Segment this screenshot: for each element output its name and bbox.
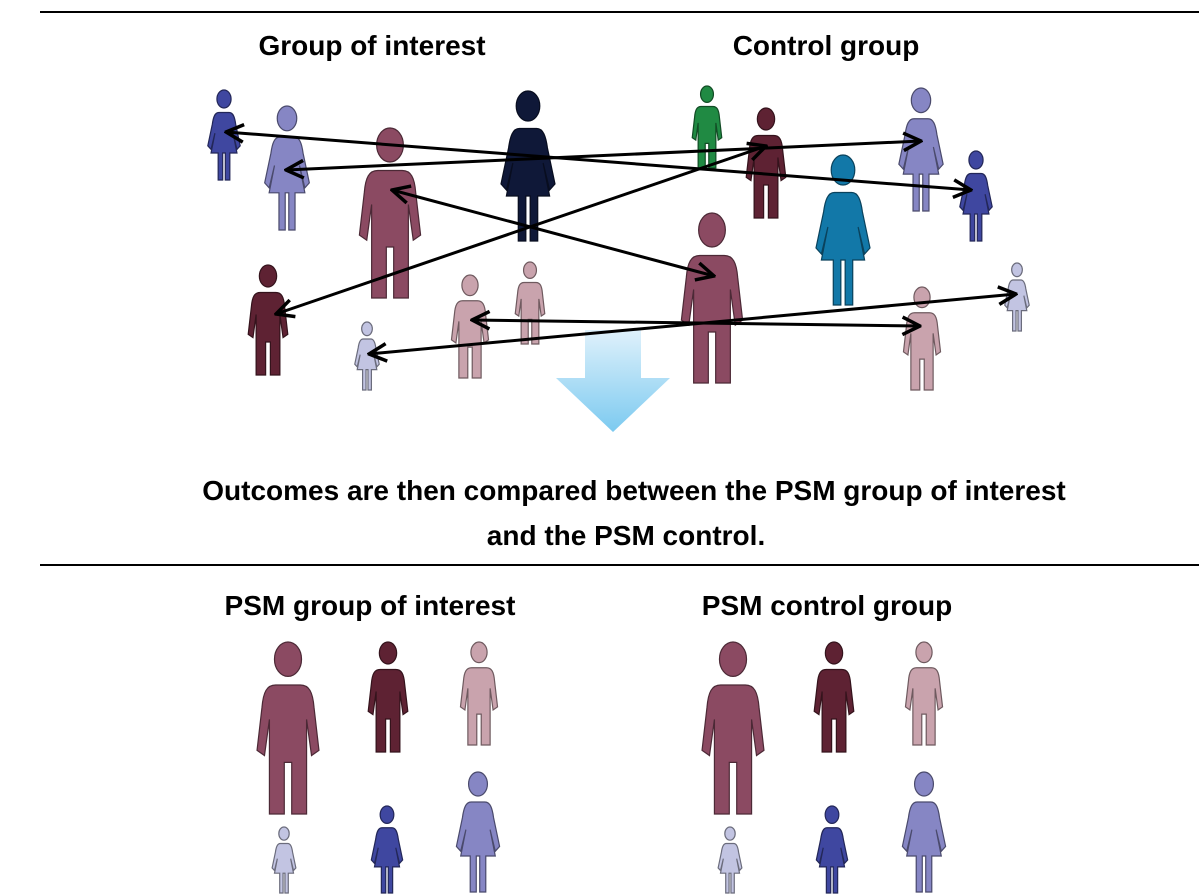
goi-man-maroon-head [259,265,276,287]
goi-man-maroon-body [248,293,288,376]
psm-ctl-man-maroon [814,642,854,752]
goi-man-pink-body [451,301,488,378]
psm-ctl-woman-pale-lavender-head [725,827,735,840]
match-arrow-girl-pale [369,294,1016,354]
ctl-man-mauve [681,213,742,383]
psm-ctl-woman-pale-lavender-body [718,844,742,894]
psm-goi-woman-indigo-head [380,806,394,823]
psm-ctl-man-mauve-head [719,642,746,676]
ctl-woman-indigo-head [969,151,983,169]
psm-goi-man-pink [460,642,497,745]
goi-girl-pale-head [362,322,373,336]
psm-ctl-man-mauve-body [702,685,764,814]
goi-man-pink-small-body [515,283,545,345]
goi-small-woman-indigo [208,90,240,180]
psm-goi-man-mauve-body [257,685,319,814]
goi-man-mauve [359,128,420,298]
match-arrow-man-mauve [392,190,714,276]
ctl-woman-teal-body [816,193,870,306]
ctl-girl-pale-head [1012,263,1023,277]
psm-goi-man-mauve [257,642,319,814]
goi-man-pink [451,275,488,378]
ctl-man-pink-body [903,313,940,390]
psm-ctl-man-maroon-head [825,642,842,664]
psm-ctl-man-pink [905,642,942,745]
goi-woman-navy [501,91,555,241]
psm-goi-woman-indigo [371,806,402,893]
psm-ctl-woman-indigo [816,806,847,893]
goi-small-woman-indigo-body [208,113,240,181]
ctl-woman-periwinkle [899,88,943,211]
match-arrow-man-maroon [276,146,766,314]
ctl-woman-indigo-body [960,174,992,242]
goi-man-maroon [248,265,288,375]
psm-goi-woman-periwinkle-head [469,772,488,796]
psm-ctl-woman-indigo-body [816,828,847,893]
goi-girl-pale [355,322,379,390]
goi-woman-navy-head [516,91,540,121]
psm-ctl-woman-periwinkle-body [902,802,945,892]
psm-goi-woman-pale-lavender-head [279,827,289,840]
psm-goi-man-maroon [368,642,408,752]
goi-man-pink-head [462,275,478,296]
goi-man-pink-small [515,262,545,344]
psm-ctl-man-maroon-body [814,670,854,753]
psm-goi-man-pink-head [471,642,487,663]
caption-line-2: and the PSM control. [487,520,765,551]
down-arrow [556,330,670,432]
ctl-girl-pale-body [1005,280,1029,331]
goi-girl-pale-body [355,339,379,390]
psm-goi-woman-periwinkle [456,772,499,892]
goi-woman-periwinkle-head [277,106,296,131]
psm-goi-woman-pale-lavender [272,827,296,893]
ctl-man-maroon [746,108,786,218]
goi-man-pink-small-head [524,262,537,278]
psm-goi-man-mauve-head [274,642,301,676]
psm-goi-woman-pale-lavender-body [272,844,296,894]
match-arrows [226,132,1016,354]
psm-group-of-interest-heading: PSM group of interest [225,590,516,621]
control-group-heading: Control group [733,30,920,61]
goi-man-mauve-body [359,171,420,299]
psm-ctl-woman-periwinkle-head [915,772,934,796]
psm-control-group-heading: PSM control group [702,590,952,621]
psm-ctl-woman-periwinkle [902,772,945,892]
psm-ctl-woman-pale-lavender [718,827,742,893]
match-arrow-small-woman-indigo [226,132,971,190]
goi-small-woman-indigo-head [217,90,231,108]
goi-woman-periwinkle-body [265,137,310,230]
psm-goi-woman-indigo-body [371,828,402,893]
ctl-man-mauve-head [699,213,726,247]
psm-goi-man-maroon-body [368,670,408,753]
psm-ctl-man-pink-head [916,642,932,663]
psm-ctl-man-mauve [702,642,764,814]
ctl-woman-indigo [960,151,992,241]
caption-line-1: Outcomes are then compared between the P… [202,475,1066,506]
psm-goi-man-maroon-head [379,642,396,664]
goi-woman-navy-body [501,129,555,242]
psm-ctl-man-pink-body [905,668,942,745]
ctl-girl-pale [1005,263,1029,331]
ctl-man-green-body [692,107,722,169]
ctl-man-green-head [701,86,714,102]
psm-goi-man-pink-body [460,668,497,745]
group-of-interest-heading: Group of interest [258,30,485,61]
psm-ctl-woman-indigo-head [825,806,839,823]
ctl-woman-periwinkle-head [911,88,930,113]
ctl-woman-periwinkle-body [899,119,943,211]
ctl-man-maroon-head [757,108,774,130]
ctl-man-green [692,86,722,168]
psm-goi-woman-periwinkle-body [456,802,499,892]
